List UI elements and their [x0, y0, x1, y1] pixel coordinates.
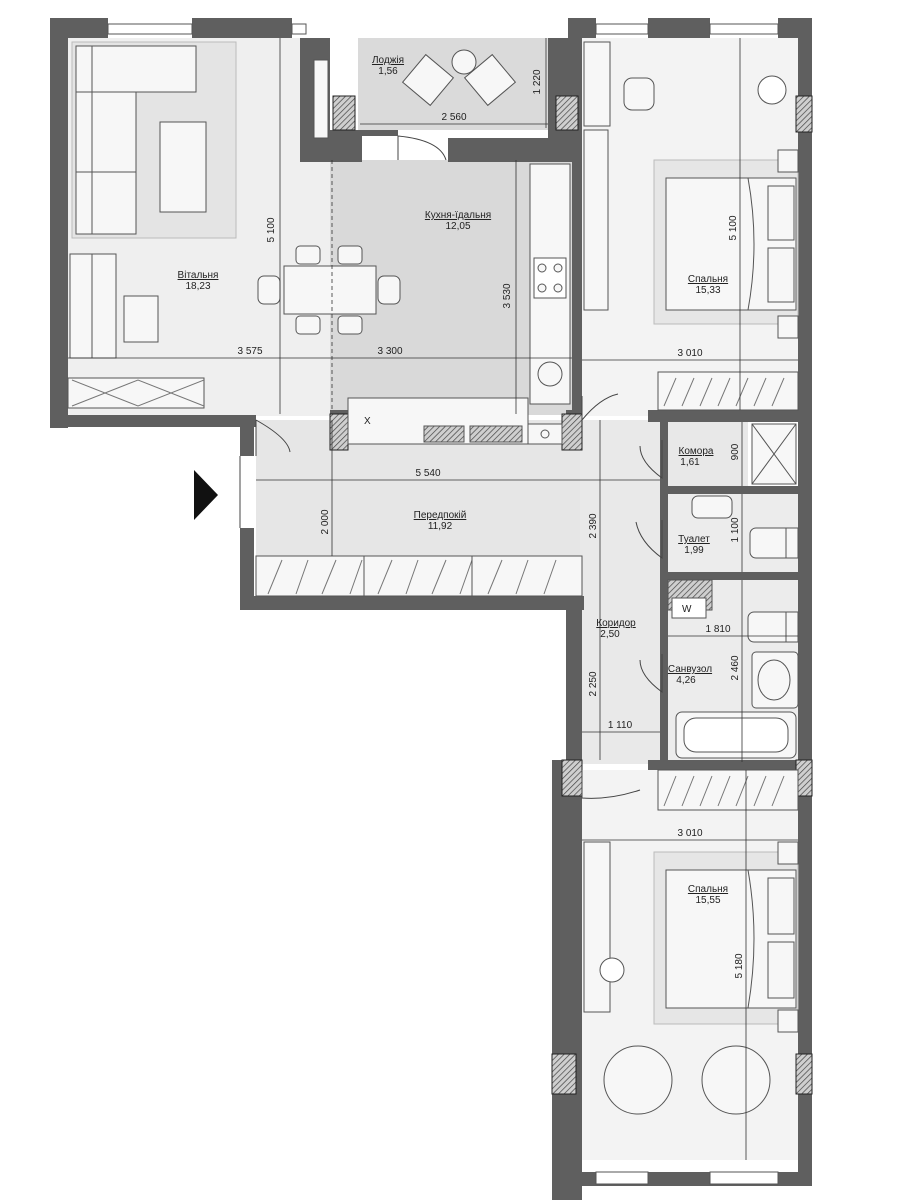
- bedroom2-name: Спальня: [688, 884, 728, 895]
- dim-toilet-h: 1 100: [730, 517, 741, 542]
- dresser: [583, 841, 611, 1013]
- plant: [757, 75, 787, 105]
- dim-living-w: 3 575: [237, 346, 262, 357]
- washer: [671, 597, 707, 619]
- dim-storage-h: 900: [730, 443, 741, 460]
- sideboard: [67, 377, 205, 409]
- dining-set: [257, 245, 401, 335]
- corridor-name: Коридор: [596, 618, 636, 629]
- dining-table: [283, 265, 377, 315]
- dim-loggia-h: 1 220: [532, 69, 543, 94]
- fridge-column: [313, 59, 329, 139]
- loggia-floor: [358, 38, 548, 130]
- corridor-floor: [580, 420, 662, 764]
- armchair-left: [603, 1045, 673, 1115]
- dim-kitchen-w: 3 300: [377, 346, 402, 357]
- bedroom2-furniture: [583, 769, 799, 1115]
- side-sofa: [69, 253, 117, 359]
- loggia-name: Лоджія: [372, 55, 404, 66]
- hall-wardrobe: [255, 555, 583, 597]
- living-furniture: [67, 41, 237, 409]
- coffee-table: [159, 121, 207, 213]
- dim-corr-h1: 2 390: [588, 513, 599, 538]
- bathroom-name: Санвузол: [668, 664, 712, 675]
- dim-bath-h: 2 460: [730, 655, 741, 680]
- bedroom1-name: Спальня: [688, 274, 728, 285]
- storage-shelves: [751, 423, 797, 485]
- bin: [537, 361, 563, 387]
- hall-area: 11,92: [428, 521, 453, 532]
- dim-bed2-h: 5 180: [734, 953, 745, 978]
- hall-name: Передпокій: [414, 510, 467, 521]
- dim-bed1-w: 3 010: [677, 348, 702, 359]
- kitchen-units: [313, 59, 571, 445]
- dim-bed2-w: 3 010: [677, 828, 702, 839]
- toilet-area: 1,99: [684, 545, 704, 556]
- doors: [239, 135, 663, 799]
- kitchen-area: 12,05: [445, 221, 470, 232]
- dimension-labels: 2 560 1 220 5 100 3 575 3 300 3 530 5 10…: [237, 69, 745, 978]
- toilet-name: Туалет: [678, 534, 710, 545]
- washer-mark: W: [682, 604, 692, 615]
- loggia-furniture: [401, 49, 517, 107]
- bathroom-fixtures: [667, 579, 799, 759]
- wardrobe-left: [583, 129, 609, 311]
- dim-bath-w: 1 810: [705, 624, 730, 635]
- wardrobe2: [657, 769, 799, 811]
- living-area: 18,23: [185, 281, 210, 292]
- dim-corr-w: 1 110: [608, 720, 633, 731]
- dim-hall-w: 5 540: [415, 468, 440, 479]
- armchair-right: [701, 1045, 771, 1115]
- stove-mark: X: [364, 416, 371, 427]
- dim-loggia-w: 2 560: [441, 112, 466, 123]
- pouf: [123, 295, 159, 343]
- corridor-area: 2,50: [600, 629, 620, 640]
- storage-name: Комора: [679, 446, 714, 457]
- dim-hall-h: 2 000: [320, 509, 331, 534]
- storage-area: 1,61: [680, 457, 700, 468]
- desk: [583, 41, 611, 127]
- dim-kitchen-h: 3 530: [502, 283, 513, 308]
- dim-living-h: 5 100: [266, 217, 277, 242]
- bathroom-area: 4,26: [676, 675, 696, 686]
- bedroom2-area: 15,55: [695, 895, 720, 906]
- bedroom1-area: 15,33: [695, 285, 720, 296]
- room-labels: Лоджія 1,56 Вітальня 18,23 Кухня-їдальня…: [178, 55, 729, 906]
- columns: [329, 95, 813, 1095]
- kitchen-name: Кухня-їдальня: [425, 210, 491, 221]
- wardrobe1: [657, 371, 799, 411]
- hob: [533, 257, 567, 299]
- entrance-arrow-icon: [194, 470, 218, 520]
- bedroom1-furniture: [583, 41, 799, 411]
- toilet-fixtures: [691, 495, 799, 559]
- loggia-area: 1,56: [378, 66, 398, 77]
- dimension-lines: [68, 38, 798, 1160]
- dim-bed1-h: 5 100: [728, 215, 739, 240]
- storage-floor: [666, 420, 748, 486]
- dim-corr-h2: 2 250: [588, 671, 599, 696]
- living-name: Вітальня: [178, 270, 219, 281]
